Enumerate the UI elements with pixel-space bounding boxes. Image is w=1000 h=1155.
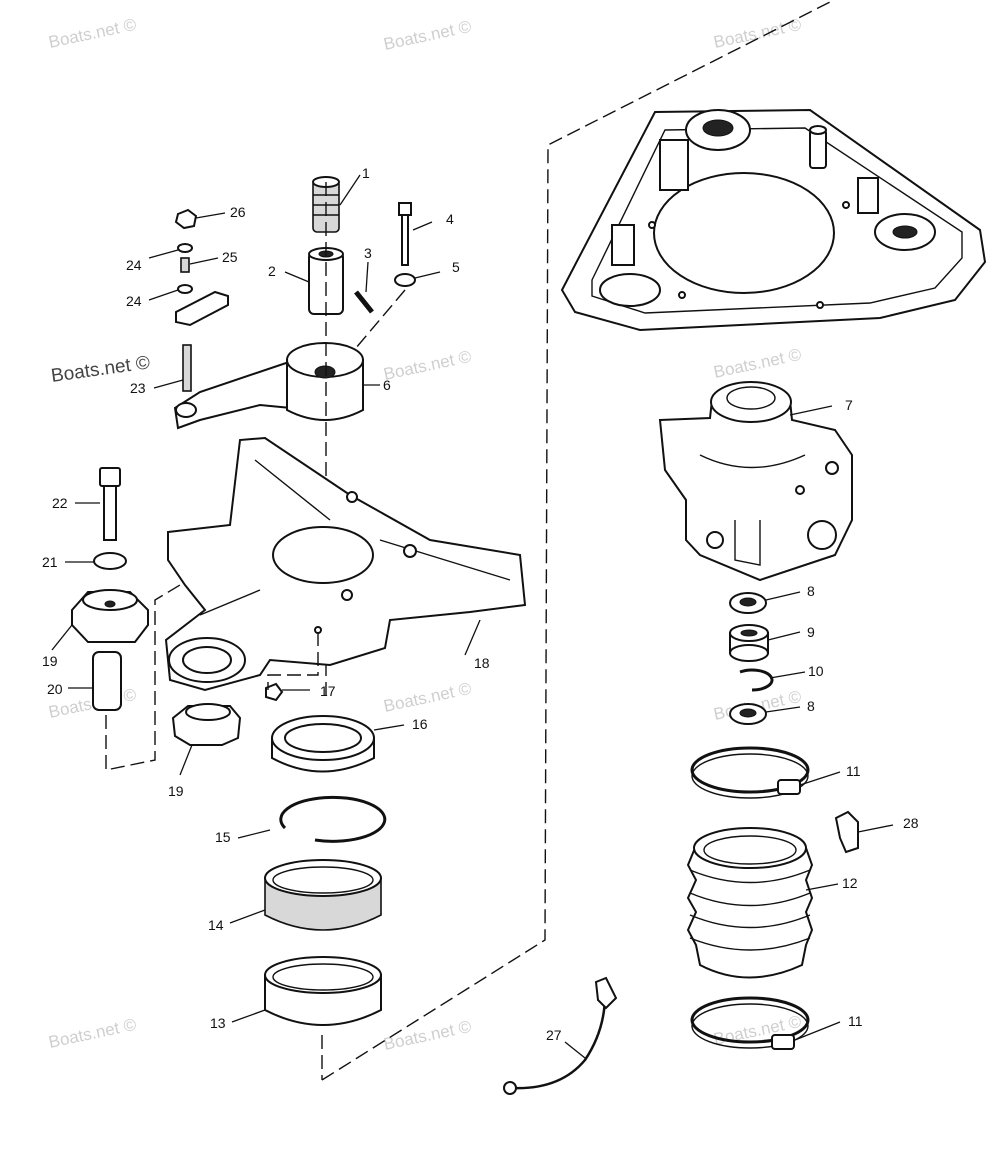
watermark-2: Boats.net © bbox=[382, 17, 474, 54]
watermark-4: Boats.net © bbox=[382, 347, 474, 384]
watermark-7: Boats.net © bbox=[382, 679, 474, 716]
part-16-bearing bbox=[271, 715, 375, 773]
part-11-clamp-upper bbox=[690, 746, 810, 799]
callout-4: 4 bbox=[446, 211, 454, 227]
callout-8a: 8 bbox=[807, 583, 815, 599]
callout-11b: 11 bbox=[848, 1013, 863, 1029]
callout-18: 18 bbox=[474, 655, 490, 671]
watermark-10: Boats.net © bbox=[382, 1017, 474, 1054]
callout-16: 16 bbox=[412, 716, 428, 732]
part-8-seal-lower bbox=[729, 703, 767, 725]
part-10-snap-ring bbox=[739, 668, 774, 692]
watermark-3: Boats.net © bbox=[712, 15, 804, 52]
watermark-1: Boats.net © bbox=[47, 15, 139, 52]
callout-14: 14 bbox=[208, 917, 224, 933]
part-19-mount-upper bbox=[71, 589, 149, 643]
upper-housing bbox=[560, 108, 987, 332]
watermark-9: Boats.net © bbox=[47, 1015, 139, 1052]
callout-5: 5 bbox=[452, 259, 460, 275]
dash-17 bbox=[267, 632, 319, 690]
callout-27: 27 bbox=[546, 1027, 562, 1043]
part-17-fitting bbox=[265, 682, 284, 702]
callout-numbers: 1 2 3 4 5 6 7 8 9 10 8 11 28 12 11 27 13… bbox=[42, 165, 919, 1043]
part-8-seal-upper bbox=[729, 592, 767, 614]
callout-19a: 19 bbox=[42, 653, 58, 669]
callout-28: 28 bbox=[903, 815, 919, 831]
callout-9: 9 bbox=[807, 624, 815, 640]
part-6-steering-arm bbox=[173, 342, 364, 430]
leader-lines bbox=[51, 174, 894, 1059]
part-12-bellows bbox=[686, 827, 814, 979]
part-4-bolt bbox=[398, 202, 412, 266]
part-3-pin bbox=[354, 290, 374, 314]
part-13-ring bbox=[264, 956, 382, 1026]
part-19-mount-lower bbox=[171, 703, 242, 746]
part-20-sleeve bbox=[92, 651, 122, 711]
part-14-race bbox=[264, 859, 382, 931]
part-22-bolt bbox=[99, 467, 121, 541]
callout-10: 10 bbox=[808, 663, 824, 679]
callout-15: 15 bbox=[215, 829, 231, 845]
callout-23: 23 bbox=[130, 380, 146, 396]
part-18-gimbal-ring bbox=[164, 436, 527, 692]
callout-6: 6 bbox=[383, 377, 391, 393]
part-5-washer bbox=[394, 273, 416, 287]
callout-24a: 24 bbox=[126, 257, 142, 273]
callout-3: 3 bbox=[364, 245, 372, 261]
part-28-clip bbox=[834, 810, 859, 854]
callout-20: 20 bbox=[47, 681, 63, 697]
part-21-washer bbox=[93, 552, 127, 570]
part-11-clamp-lower bbox=[690, 996, 810, 1050]
watermark-5: Boats.net © bbox=[712, 345, 804, 382]
part-9-bearing bbox=[729, 624, 769, 662]
callout-11a: 11 bbox=[846, 763, 861, 779]
callout-12: 12 bbox=[842, 875, 858, 891]
dash-5-6 bbox=[349, 289, 406, 356]
callout-1: 1 bbox=[362, 165, 370, 181]
assembly-dash-line bbox=[321, 1, 831, 1081]
callout-2: 2 bbox=[268, 263, 276, 279]
part-27-ground-wire bbox=[503, 976, 618, 1095]
part-7-housing bbox=[658, 381, 853, 582]
parts-24-26-fasteners bbox=[174, 208, 229, 327]
callout-17: 17 bbox=[320, 683, 336, 699]
callout-8b: 8 bbox=[807, 698, 815, 714]
part-23-stud bbox=[182, 344, 192, 392]
part-15-snap-ring bbox=[279, 795, 387, 843]
callout-7: 7 bbox=[845, 397, 853, 413]
callout-19b: 19 bbox=[168, 783, 184, 799]
callout-26: 26 bbox=[230, 204, 246, 220]
callout-13: 13 bbox=[210, 1015, 226, 1031]
callout-24b: 24 bbox=[126, 293, 142, 309]
dash-19-20 bbox=[105, 584, 181, 771]
callout-25: 25 bbox=[222, 249, 238, 265]
callout-22: 22 bbox=[52, 495, 68, 511]
callout-21: 21 bbox=[42, 554, 58, 570]
